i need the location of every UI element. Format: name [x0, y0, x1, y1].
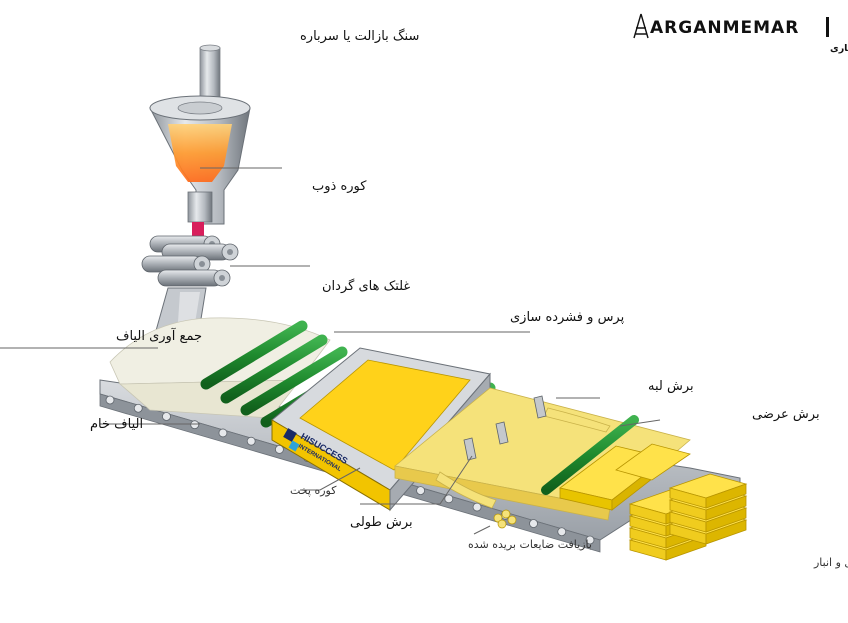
label-basalt: سنگ بازالت یا سرباره — [300, 28, 419, 44]
packed-board — [668, 473, 748, 509]
belt-roller — [218, 428, 228, 438]
logo-subtitle: گروه تخصصی ارکـــــان معماری — [830, 42, 848, 54]
eiffel-tower-icon — [633, 13, 649, 39]
packed-boards-stack — [628, 473, 748, 561]
belt-roller — [416, 486, 425, 495]
belt-roller — [246, 436, 256, 446]
belt-roller — [557, 527, 567, 537]
logo-bar — [826, 17, 829, 37]
label-long-cut: برش طولی — [350, 515, 413, 530]
label-furnace: کوره ذوب — [312, 179, 367, 194]
long-cut-leader — [360, 455, 473, 505]
label-cross-cut: برش عرضی — [752, 407, 820, 422]
belt-roller — [585, 535, 595, 545]
belt-roller — [162, 412, 171, 421]
label-packing: بسته بندی و انبار — [813, 556, 848, 569]
cross-cut-blade — [541, 415, 639, 495]
oven-panel — [299, 359, 471, 471]
logo: ARGANMEMAR گروه تخصصی ارکـــــان معماری — [633, 13, 848, 54]
logo-title: ARGANMEMAR — [650, 18, 799, 38]
belt-roller — [472, 502, 482, 512]
belt-roller — [444, 494, 454, 504]
press-rod — [240, 346, 348, 416]
label-press: پرس و فشرده سازی — [510, 310, 625, 325]
cut-boards — [559, 443, 691, 511]
leader-lines — [0, 167, 661, 535]
belt-roller — [133, 403, 143, 413]
recycle-leader — [473, 525, 491, 535]
oven-leader — [300, 467, 361, 491]
cross-cut-leader — [619, 419, 661, 427]
belt-roller — [275, 445, 284, 454]
spinning-rollers — [141, 235, 239, 287]
label-raw-fiber: الیاف خام — [90, 417, 143, 432]
label-edge-cut: برش لبه — [648, 379, 694, 394]
melting-furnace — [149, 44, 251, 244]
label-collection: جمع آوری الیاف — [116, 327, 202, 344]
belt-roller — [105, 395, 115, 405]
label-rollers: غلتک های گردان — [322, 278, 410, 294]
label-recycle: بازیافت ضایعات بریده شده — [468, 538, 592, 551]
press-rod — [220, 334, 328, 404]
scrap-pieces — [493, 509, 517, 529]
roller — [157, 269, 231, 287]
edge-saw-blades — [463, 395, 547, 461]
hisuccess-logo-icon — [283, 428, 300, 452]
belt-roller — [529, 519, 538, 528]
edge-trim-strips — [435, 407, 611, 509]
belt-roller — [190, 420, 200, 430]
press-rod — [200, 320, 308, 390]
label-oven: کوره پخت — [290, 484, 337, 497]
